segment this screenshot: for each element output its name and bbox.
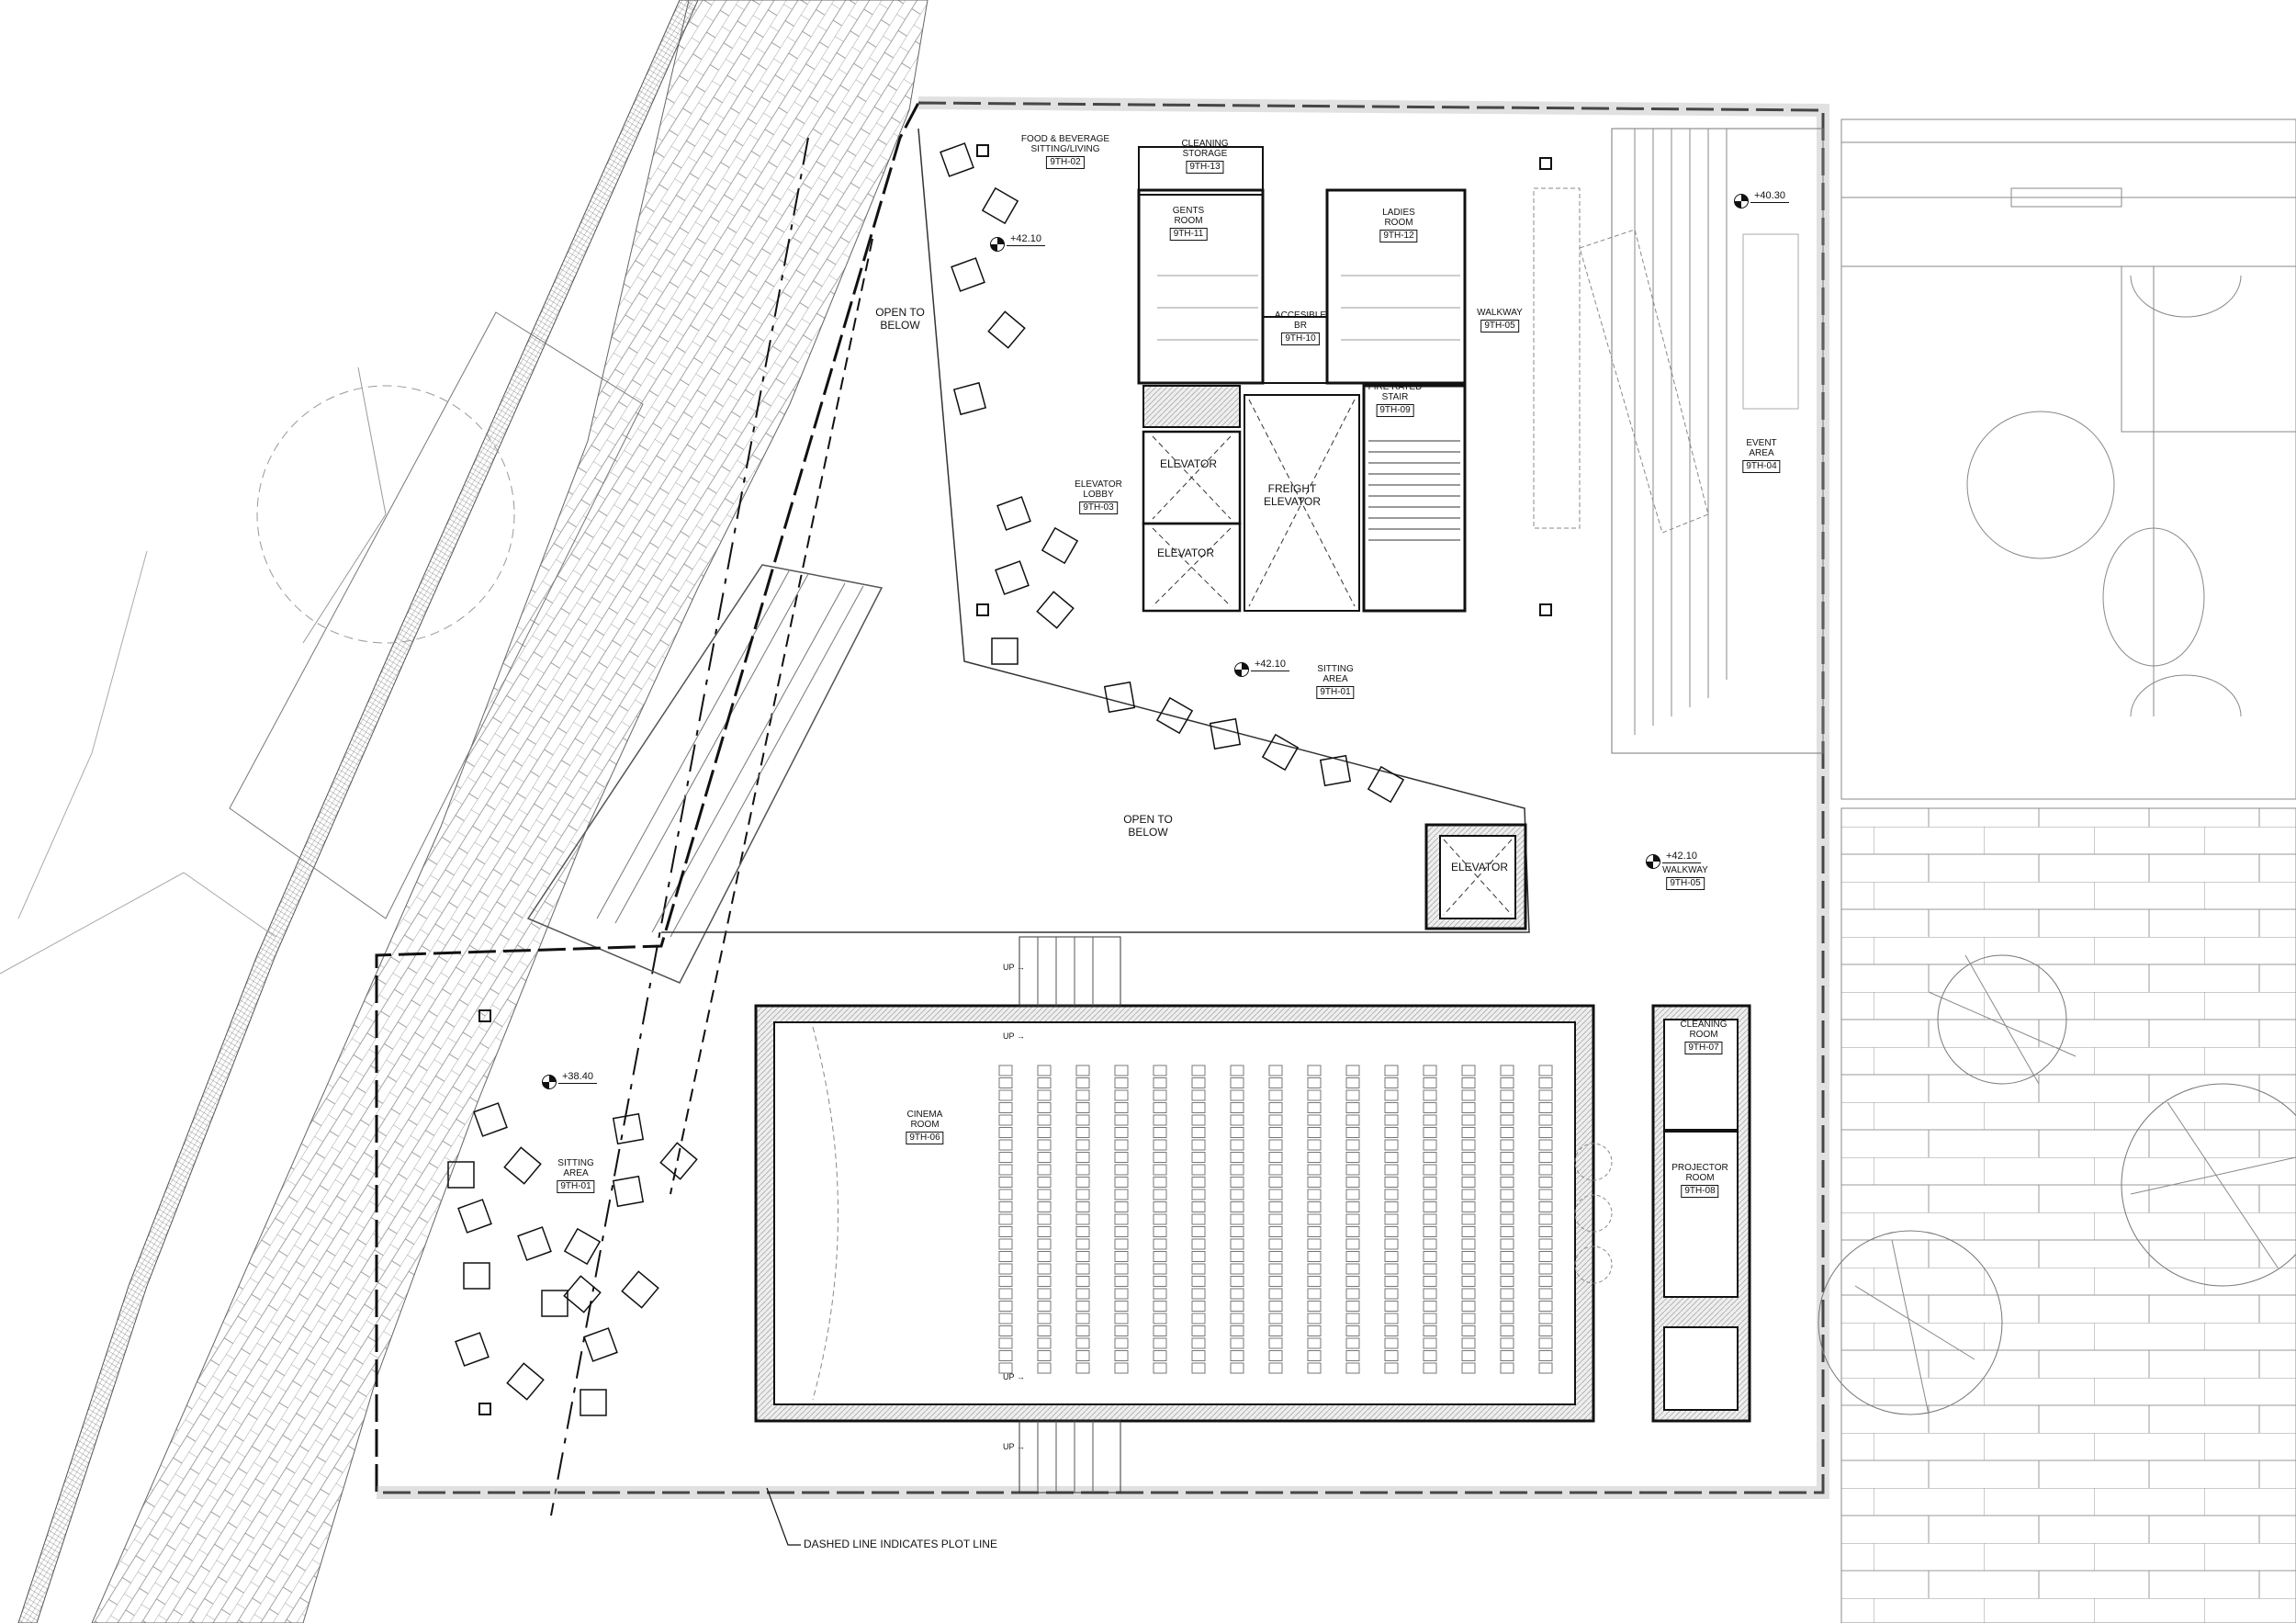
stair-up-marker: UP → — [1003, 1372, 1025, 1381]
label-elevator-2: ELEVATOR — [1156, 547, 1215, 559]
room-name: SITTING AREA — [557, 1158, 594, 1178]
level-value: +42.10 — [1662, 851, 1701, 863]
room-name: WALKWAY — [1662, 865, 1708, 875]
room-label-walkway-east: WALKWAY 9TH-05 — [1662, 865, 1708, 890]
room-label-sitting-area-north: SITTING AREA 9TH-01 — [1316, 664, 1355, 699]
room-label-sitting-area-west: SITTING AREA 9TH-01 — [557, 1158, 595, 1193]
room-name: PROJECTOR ROOM — [1671, 1163, 1728, 1183]
room-name: WALKWAY — [1477, 308, 1523, 318]
room-name: GENTS ROOM — [1172, 206, 1205, 226]
room-code-tag: 9TH-06 — [906, 1132, 944, 1144]
room-label-event-area: EVENT AREA 9TH-04 — [1742, 438, 1781, 473]
room-name: FOOD & BEVERAGE SITTING/LIVING — [1020, 134, 1110, 154]
room-code-tag: 9TH-05 — [1666, 877, 1705, 890]
stair-up-marker: UP → — [1003, 1031, 1025, 1041]
level-datum-icon — [1234, 662, 1249, 677]
room-name: CINEMA ROOM — [906, 1110, 943, 1130]
room-label-cleaning-storage: CLEANING STORAGE 9TH-13 — [1181, 139, 1229, 174]
room-code-tag: 9TH-02 — [1046, 156, 1085, 169]
stair-up-marker: UP → — [1003, 963, 1025, 972]
plot-line-note: DASHED LINE INDICATES PLOT LINE — [804, 1538, 997, 1550]
room-label-elevator-lobby: ELEVATOR LOBBY 9TH-03 — [1075, 479, 1122, 514]
label-freight-elevator: FREIGHT ELEVATOR — [1263, 482, 1322, 508]
room-name: SITTING AREA — [1317, 664, 1354, 684]
level-datum-icon — [1734, 194, 1749, 209]
room-code-tag: 9TH-11 — [1169, 228, 1208, 241]
level-marker-level-sitting: +42.10 — [1234, 659, 1289, 677]
level-marker-level-event: +40.30 — [1734, 190, 1789, 209]
room-label-walkway-north: WALKWAY 9TH-05 — [1477, 308, 1523, 332]
room-name: LADIES ROOM — [1382, 208, 1415, 228]
level-marker-level-fb: +42.10 — [990, 233, 1045, 252]
room-code-tag: 9TH-01 — [557, 1180, 595, 1193]
east-court — [1818, 118, 2296, 1623]
event-area-steps — [1533, 128, 1824, 754]
room-label-ladies-room: LADIES ROOM 9TH-12 — [1379, 208, 1418, 242]
level-value: +38.40 — [558, 1071, 597, 1084]
room-code-tag: 9TH-05 — [1480, 320, 1519, 332]
label-open-to-below-1: OPEN TO BELOW — [875, 306, 925, 332]
room-label-food-beverage: FOOD & BEVERAGE SITTING/LIVING 9TH-02 — [1021, 134, 1109, 169]
room-code-tag: 9TH-01 — [1316, 686, 1355, 699]
room-code-tag: 9TH-09 — [1376, 404, 1414, 417]
lounge-chairs — [447, 142, 1552, 1416]
room-code-tag: 9TH-04 — [1742, 460, 1781, 473]
room-code-tag: 9TH-13 — [1186, 161, 1224, 174]
label-open-to-below-2: OPEN TO BELOW — [1123, 813, 1173, 839]
level-value: +42.10 — [1007, 233, 1045, 246]
label-elevator-1: ELEVATOR — [1159, 457, 1218, 470]
label-elevator-3: ELEVATOR — [1450, 861, 1509, 873]
room-code-tag: 9TH-03 — [1079, 502, 1118, 514]
room-label-projector-room: PROJECTOR ROOM 9TH-08 — [1671, 1163, 1728, 1198]
room-label-gents-room: GENTS ROOM 9TH-11 — [1169, 206, 1208, 241]
escalators — [526, 564, 884, 984]
room-code-tag: 9TH-12 — [1379, 230, 1418, 242]
room-code-tag: 9TH-10 — [1281, 332, 1320, 345]
cinema — [754, 936, 1751, 1493]
room-code-tag: 9TH-07 — [1684, 1042, 1723, 1054]
level-datum-icon — [990, 237, 1005, 252]
level-value: +42.10 — [1251, 659, 1289, 671]
room-name: CLEANING STORAGE — [1181, 139, 1229, 159]
level-marker-level-walkway: +42.10 — [1646, 851, 1701, 869]
room-name: FIRE RATED STAIR — [1367, 382, 1423, 402]
level-datum-icon — [542, 1075, 557, 1089]
room-code-tag: 9TH-08 — [1681, 1185, 1719, 1198]
room-label-cleaning-room: CLEANING ROOM 9TH-07 — [1680, 1020, 1728, 1054]
stair-up-marker: UP → — [1003, 1442, 1025, 1451]
level-marker-level-sitting-west: +38.40 — [542, 1071, 597, 1089]
room-name: ACCESIBLE BR — [1274, 310, 1327, 331]
room-label-fire-rated-stair: FIRE RATED STAIR 9TH-09 — [1367, 382, 1423, 417]
room-label-cinema-room: CINEMA ROOM 9TH-06 — [906, 1110, 944, 1144]
room-name: ELEVATOR LOBBY — [1075, 479, 1122, 500]
service-core — [1137, 146, 1527, 930]
level-value: +40.30 — [1750, 190, 1789, 203]
room-name: EVENT AREA — [1746, 438, 1777, 458]
room-name: CLEANING ROOM — [1680, 1020, 1728, 1040]
level-datum-icon — [1646, 854, 1660, 869]
